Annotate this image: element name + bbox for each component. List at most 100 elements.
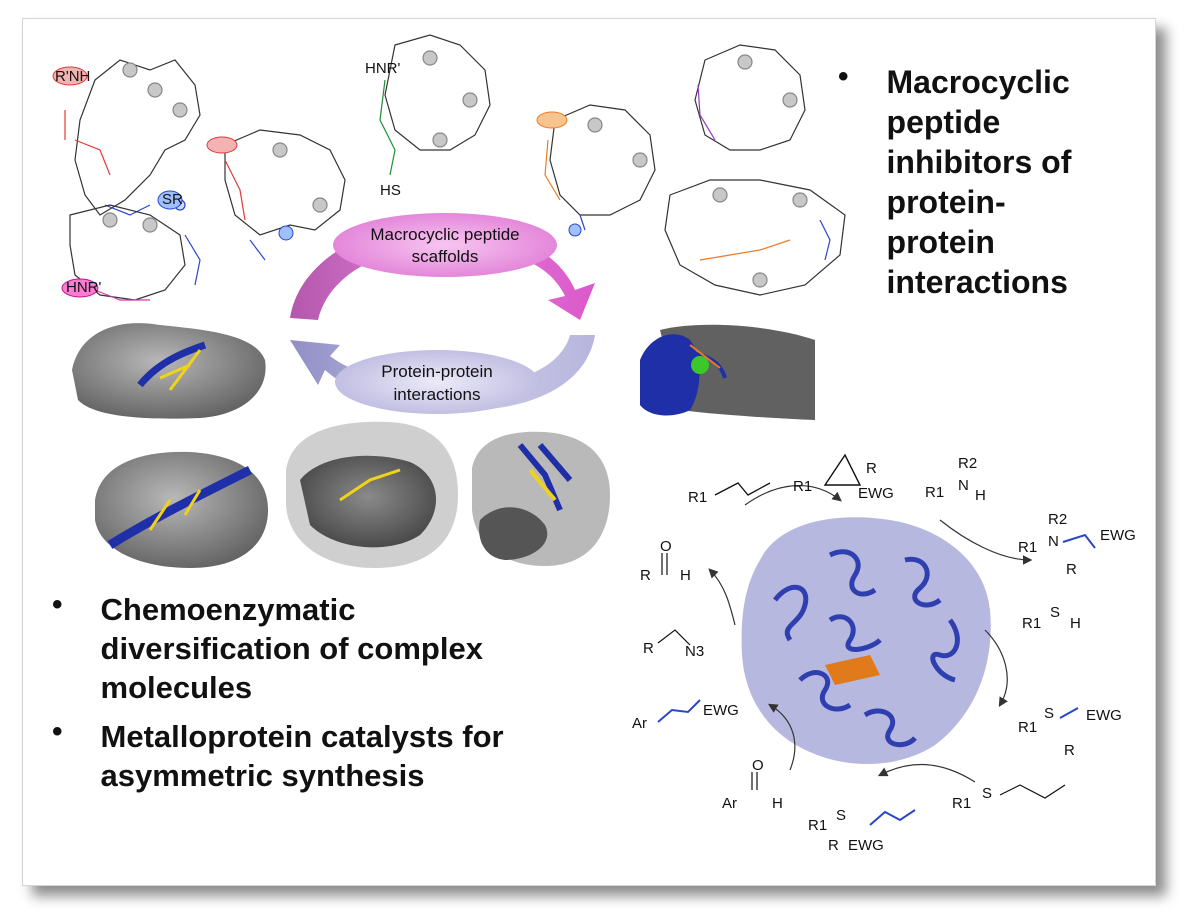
- bottom-arrow-label-line1: Protein-protein: [381, 362, 493, 381]
- aryl-aldehyde-o: O: [752, 757, 764, 774]
- hnr-highlight: [61, 278, 99, 298]
- bullet-dot: •: [52, 715, 63, 748]
- product-sh-insertion: R1 S EWG R: [1018, 705, 1122, 759]
- product-aldehyde: O R H: [640, 538, 691, 584]
- bullet-text: Chemoenzymatic diversification of comple…: [101, 590, 483, 707]
- bullet-line: peptide: [886, 104, 1001, 140]
- propargyl-s: S: [982, 785, 992, 802]
- product-doyle-kirmse: R1 S R EWG: [808, 807, 916, 854]
- bullet-list-left: • Chemoenzymatic diversification of comp…: [52, 590, 612, 805]
- nh-product-ewg: EWG: [1100, 527, 1136, 544]
- aldehyde-o: O: [660, 538, 672, 555]
- thiol-h: H: [1070, 615, 1081, 632]
- azide-n3: N3: [685, 643, 704, 660]
- protein-image-3: [282, 420, 460, 570]
- aldehyde-r: R: [640, 567, 651, 584]
- nh-product-r: R: [1066, 561, 1077, 578]
- bullet-dot: •: [52, 588, 63, 621]
- macrocycle-structure-5: [544, 104, 656, 231]
- macrocycle-structure-4: [379, 34, 491, 176]
- bullet-line: interactions: [886, 264, 1068, 300]
- allene-r: R: [828, 837, 839, 854]
- bottom-arrow-label-line2: interactions: [394, 385, 481, 404]
- thiol-s: S: [1050, 604, 1060, 621]
- reaction-arrows: [708, 484, 1033, 783]
- macrocycle-structure-3: [69, 204, 201, 301]
- product-olefin: Ar EWG: [632, 699, 739, 732]
- bullet-line: inhibitors of: [886, 144, 1072, 180]
- bullet-line: Chemoenzymatic: [100, 592, 356, 627]
- azide-r: R: [643, 640, 654, 657]
- top-arrow-label-line1: Macrocyclic peptide: [370, 225, 519, 244]
- amine-h: H: [975, 487, 986, 504]
- aldehyde-h: H: [680, 567, 691, 584]
- reagent-olefin: R1: [688, 482, 771, 506]
- bullet-line: protein: [886, 224, 995, 260]
- bullet-text: Metalloprotein catalysts for asymmetric …: [101, 717, 504, 795]
- bullet-list-right: • Macrocyclic peptide inhibitors of prot…: [838, 62, 1138, 302]
- product-nh-insertion: R2 R1 N EWG R: [1018, 511, 1136, 578]
- bottom-arrow-label-bubble: [335, 350, 539, 414]
- enzyme-structure: [741, 517, 991, 765]
- bullet-item-macrocyclic: • Macrocyclic peptide inhibitors of prot…: [838, 62, 1138, 302]
- bullet-line: asymmetric synthesis: [100, 758, 425, 793]
- bullet-line: molecules: [100, 670, 253, 705]
- sh-product-ewg: EWG: [1086, 707, 1122, 724]
- top-arrow-label-bubble: [333, 213, 557, 277]
- cyclopropane-ewg: EWG: [858, 485, 894, 502]
- protein-image-5: [635, 324, 817, 421]
- amine-r1: R1: [925, 484, 944, 501]
- bullet-line: Metalloprotein catalysts for: [100, 719, 504, 754]
- nh-product-r2: R2: [1048, 511, 1067, 528]
- sr-highlight: [157, 190, 183, 210]
- reagent-aryl-aldehyde: O Ar H: [722, 757, 783, 812]
- macrocycle-structure-6: [694, 44, 806, 151]
- amine-r2: R2: [958, 455, 977, 472]
- structure-label-hnr-2: HNR': [365, 60, 400, 77]
- cyclopropane-r1: R1: [793, 478, 812, 495]
- bullet-item-metalloprotein: • Metalloprotein catalysts for asymmetri…: [52, 717, 612, 795]
- structure-label-hs: HS: [380, 182, 401, 199]
- bullet-line: protein-: [886, 184, 1006, 220]
- allene-s: S: [836, 807, 846, 824]
- product-cyclopropane: R1 R EWG: [793, 453, 894, 502]
- sh-product-r: R: [1064, 742, 1075, 759]
- macrocycle-structure-7: [664, 179, 846, 296]
- allene-r1: R1: [808, 817, 827, 834]
- thiol-r1: R1: [1022, 615, 1041, 632]
- rnh-highlight-2: [206, 136, 238, 154]
- y-highlight-2: [278, 225, 294, 241]
- reagent-amine: R2 R1 N H: [925, 455, 986, 504]
- macrocycle-structure-2: [224, 129, 346, 261]
- structure-label-sr: SR: [162, 191, 183, 208]
- protein-image-1: [70, 318, 268, 420]
- nh-product-r1: R1: [1018, 539, 1037, 556]
- aryl-aldehyde-h: H: [772, 795, 783, 812]
- propargyl-r1: R1: [952, 795, 971, 812]
- aryl-aldehyde-ar: Ar: [722, 795, 737, 812]
- top-arrow-label-line2: scaffolds: [412, 247, 479, 266]
- olefin-product-ewg: EWG: [703, 702, 739, 719]
- bullet-line: diversification of complex: [100, 631, 483, 666]
- protein-image-4: [470, 428, 612, 568]
- reagent-azide: R N3: [643, 629, 704, 660]
- olefin-product-ar: Ar: [632, 715, 647, 732]
- nh-product-n: N: [1048, 533, 1059, 550]
- rnh-highlight: [52, 66, 88, 86]
- structure-label-rnh: R'NH: [55, 68, 90, 85]
- sh-product-r1: R1: [1018, 719, 1037, 736]
- bullet-text: Macrocyclic peptide inhibitors of protei…: [887, 62, 1072, 302]
- reagent-propargyl-sulfide: R1 S: [952, 784, 1066, 812]
- bullet-dot: •: [838, 60, 849, 93]
- bullet-item-chemoenzymatic: • Chemoenzymatic diversification of comp…: [52, 590, 612, 707]
- cyclopropane-r: R: [866, 460, 877, 477]
- olefin-r1: R1: [688, 489, 707, 506]
- amine-n: N: [958, 477, 969, 494]
- allene-ewg: EWG: [848, 837, 884, 854]
- structure-label-hnr: HNR': [66, 279, 101, 296]
- sh-product-s: S: [1044, 705, 1054, 722]
- macrocycle-structure-1: [64, 59, 201, 216]
- protein-image-2: [90, 450, 270, 570]
- y-highlight-3: [568, 223, 582, 237]
